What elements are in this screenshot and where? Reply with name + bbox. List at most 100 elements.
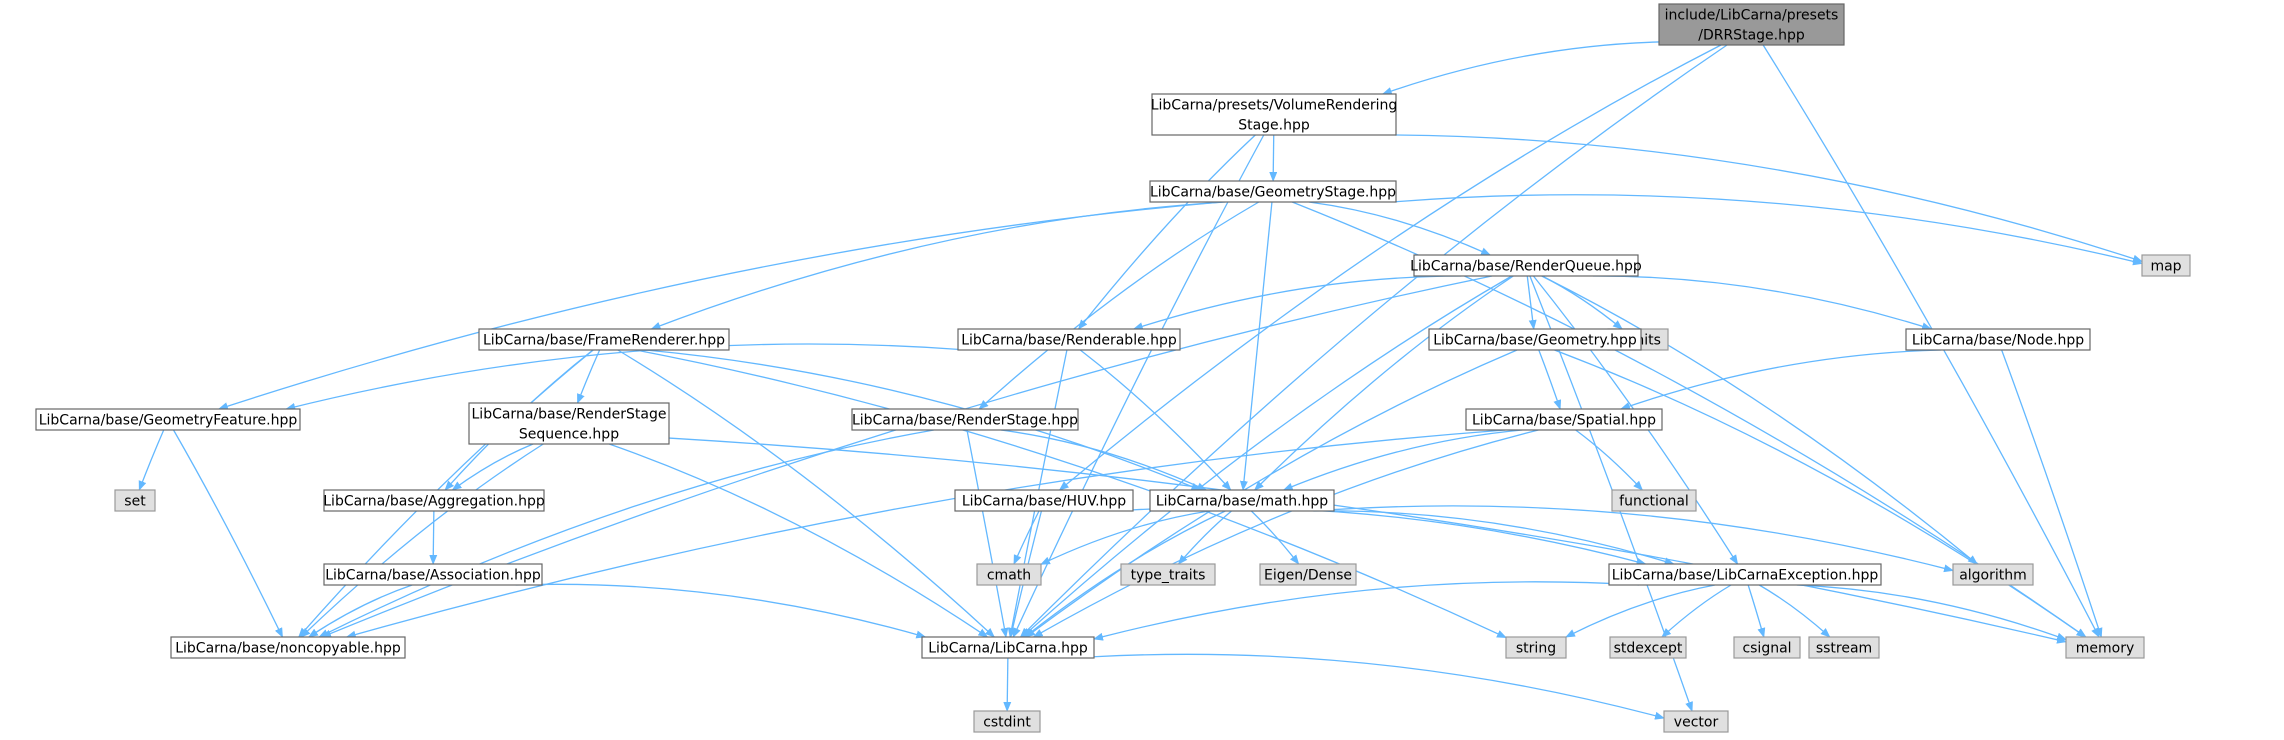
edge-node-to-memory [2001,349,2103,638]
node-string-box [1505,636,1567,659]
edge-geomstage-to-map [1395,194,2143,266]
edge-renderqueue-to-math [1253,275,1514,491]
edge-libcarnaexc-to-csignal [1747,584,1766,638]
node-libcarna[interactable]: LibCarna/LibCarna.hpp [921,636,1095,659]
node-csignal-label-0: csignal [1742,641,1791,657]
node-eigen-label-0: Eigen/Dense [1264,568,1352,584]
node-cstdint-label-0: cstdint [983,715,1031,731]
node-association[interactable]: LibCarna/base/Association.hpp [323,563,543,586]
node-set-box [114,489,156,512]
node-sstream-label-0: sstream [1816,641,1872,657]
node-geometry[interactable]: LibCarna/base/Geometry.hpp [1428,328,1642,351]
edge-libcarna-to-cstdint [1003,657,1012,712]
edge-spatial-to-libcarna [1032,429,1539,638]
edge-spatial-to-noncopyable [345,429,1506,639]
node-math-box [1149,489,1335,512]
node-stdexcept: stdexcept [1609,636,1687,659]
node-renderqueue-label-0: LibCarna/base/RenderQueue.hpp [1410,259,1642,275]
node-functional-label-0: functional [1619,494,1689,510]
node-geomstage[interactable]: LibCarna/base/GeometryStage.hpp [1149,180,1397,203]
node-renderstage[interactable]: LibCarna/base/RenderStage.hpp [851,408,1079,431]
node-vector-label-0: vector [1674,715,1719,731]
edge-renderqueue-to-node [1592,275,1932,331]
node-noncopyable[interactable]: LibCarna/base/noncopyable.hpp [170,636,406,659]
node-libcarnaexc[interactable]: LibCarna/base/LibCarnaException.hpp [1608,563,1882,586]
node-huv[interactable]: LibCarna/base/HUV.hpp [954,489,1134,512]
node-root[interactable]: include/LibCarna/presets/DRRStage.hpp [1658,3,1845,46]
node-algorithm-label-0: algorithm [1959,568,2027,584]
node-spatial-box [1465,408,1663,431]
node-association-box [323,563,543,586]
node-huv-box [954,489,1134,512]
edge-renderqueue-to-algorithm [1541,275,1978,565]
edge-libcarna-to-vector [1093,653,1665,720]
node-association-label-0: LibCarna/base/Association.hpp [325,568,541,584]
edge-geomstage-to-framerenderer [650,201,1226,330]
node-geomfeature-label-0: LibCarna/base/GeometryFeature.hpp [39,413,298,429]
node-vrstage-label-1: Stage.hpp [1238,118,1310,134]
node-node[interactable]: LibCarna/base/Node.hpp [1905,328,2091,351]
edge-geomfeature-to-noncopyable [172,429,284,638]
edge-math-to-cmath [1040,510,1210,565]
node-renderable-label-0: LibCarna/base/Renderable.hpp [961,333,1177,349]
node-memory: memory [2065,636,2145,659]
node-renderstage-label-0: LibCarna/base/RenderStage.hpp [852,413,1078,429]
edge-math-to-libcarnaexc [1313,510,1675,566]
node-rss-label-0: LibCarna/base/RenderStage [472,407,667,423]
edge-spatial-to-functional [1575,429,1644,491]
node-node-box [1905,328,2091,351]
node-spatial[interactable]: LibCarna/base/Spatial.hpp [1465,408,1663,431]
edge-libcarnaexc-to-string [1565,584,1716,638]
node-renderstage-box [851,408,1079,431]
node-rss-label-1: Sequence.hpp [519,427,619,443]
node-vector-box [1663,710,1729,733]
edge-framerenderer-to-noncopyable [298,349,594,638]
edge-rss-to-memory [668,437,2067,644]
edge-geometry-to-libcarna [1025,349,1518,638]
node-csignal-box [1733,636,1801,659]
node-map-label-0: map [2150,259,2181,275]
edge-renderstage-to-math [1000,429,1208,491]
node-geomfeature[interactable]: LibCarna/base/GeometryFeature.hpp [35,408,301,431]
node-aggregation-label-0: LibCarna/base/Aggregation.hpp [323,494,545,510]
edge-renderqueue-to-libcarna [1021,275,1513,638]
node-sstream-box [1808,636,1880,659]
edge-spatial-to-math [1282,429,1523,491]
edge-geometry-to-spatial [1538,349,1562,410]
node-cmath: cmath [976,563,1042,586]
node-set-label-0: set [124,494,146,510]
node-renderable[interactable]: LibCarna/base/Renderable.hpp [957,328,1181,351]
node-framerenderer[interactable]: LibCarna/base/FrameRenderer.hpp [478,328,730,351]
node-aggregation[interactable]: LibCarna/base/Aggregation.hpp [323,489,545,512]
node-vector: vector [1663,710,1729,733]
edge-vrstage-to-renderable [1077,134,1256,330]
edge-framerenderer-to-libcarna [617,349,995,638]
node-functional-box [1611,489,1697,512]
edge-libcarnaexc-to-memory [1796,584,2067,641]
node-renderqueue[interactable]: LibCarna/base/RenderQueue.hpp [1410,254,1642,277]
node-string: string [1505,636,1567,659]
edge-renderable-to-geomfeature [285,343,959,411]
node-node-label-0: LibCarna/base/Node.hpp [1912,333,2084,349]
edge-geometry-to-memory [1554,349,2087,638]
node-map: map [2141,254,2191,277]
edge-root-to-vrstage [1381,41,1660,95]
node-vrstage-box [1151,93,1397,136]
edge-root-to-libcarna [1019,44,1728,638]
edge-libcarnaexc-to-sstream [1758,584,1831,638]
edge-association-to-noncopyable [308,584,413,638]
edge-rss-to-noncopyable [300,443,544,638]
node-math[interactable]: LibCarna/base/math.hpp [1149,489,1335,512]
edge-renderable-to-math [1079,349,1232,491]
node-renderable-box [957,328,1181,351]
node-cmath-label-0: cmath [987,568,1031,584]
node-cmath-box [976,563,1042,586]
edge-math-to-type_traits [1177,510,1232,565]
node-sstream: sstream [1808,636,1880,659]
node-eigen-box [1259,563,1357,586]
edge-renderstage-to-noncopyable [318,429,934,638]
edge-renderqueue-to-geometry [1526,275,1537,330]
edge-libcarnaexc-to-stdexcept [1661,584,1732,638]
node-vrstage[interactable]: LibCarna/presets/VolumeRenderingStage.hp… [1151,93,1398,136]
